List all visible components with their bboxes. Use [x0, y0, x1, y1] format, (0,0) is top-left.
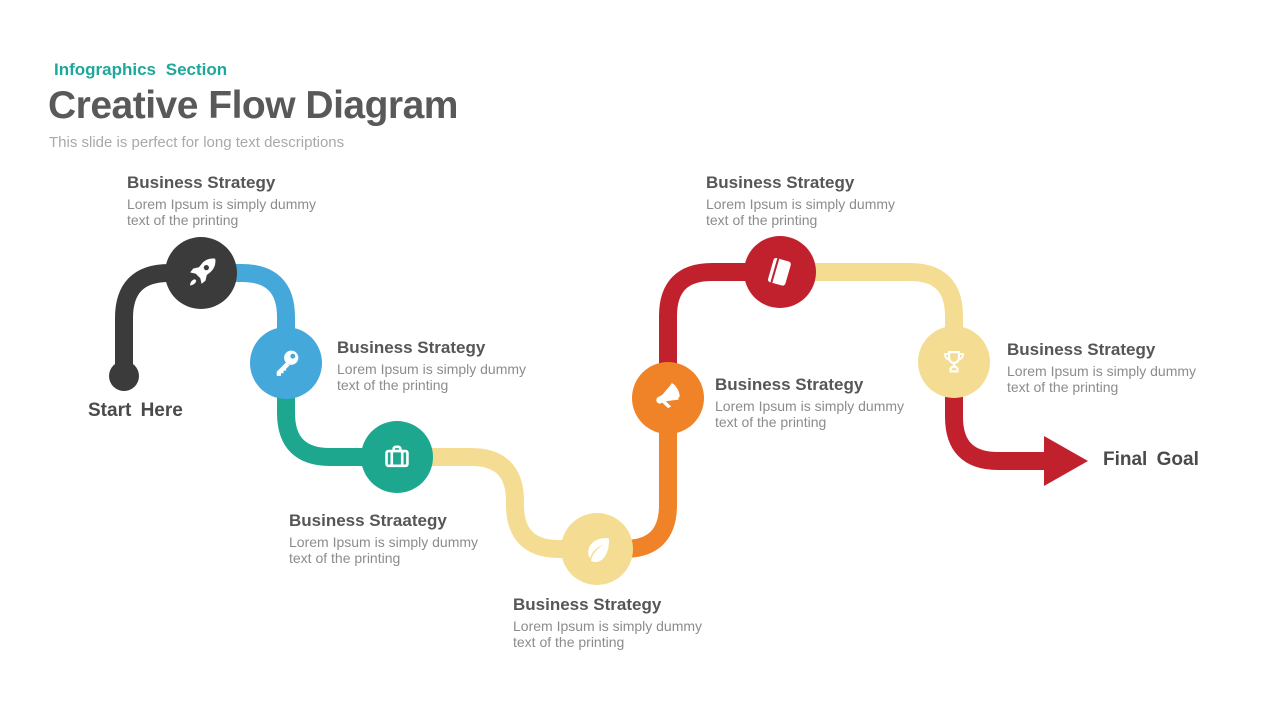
- start-dot: [109, 361, 139, 391]
- node-circle: [361, 421, 433, 493]
- connector-briefcase-leaf: [397, 448, 597, 558]
- book-icon: [767, 257, 791, 286]
- step-title-7: Business Strategy: [1007, 340, 1156, 359]
- connector-megaphone-book: [659, 263, 780, 398]
- step-title-3: Business Straategy: [289, 511, 447, 530]
- node-rocket: [165, 237, 237, 309]
- step-label-4: Business Strategy Lorem Ipsum is simply …: [513, 595, 709, 650]
- node-key: [250, 327, 322, 399]
- megaphone-icon: [656, 383, 680, 409]
- trophy-icon: [944, 351, 964, 373]
- step-desc-7: Lorem Ipsum is simply dummy text of the …: [1007, 363, 1197, 395]
- node-book: [744, 236, 816, 308]
- step-desc-5: Lorem Ipsum is simply dummy text of the …: [715, 398, 905, 430]
- leaf-icon: [588, 538, 609, 562]
- step-desc-2: Lorem Ipsum is simply dummy text of the …: [337, 361, 527, 393]
- step-desc-1: Lorem Ipsum is simply dummy text of the …: [127, 196, 317, 228]
- rocket-icon: [189, 258, 216, 286]
- step-label-5: Business Strategy Lorem Ipsum is simply …: [715, 375, 911, 430]
- step-label-2: Business Strategy Lorem Ipsum is simply …: [337, 338, 533, 393]
- node-briefcase: [361, 421, 433, 493]
- final-goal-label: Final Goal: [1103, 449, 1199, 470]
- node-trophy: [918, 326, 990, 398]
- step-label-1: Business Strategy Lorem Ipsum is simply …: [127, 173, 323, 228]
- step-desc-3: Lorem Ipsum is simply dummy text of the …: [289, 534, 479, 566]
- connector-key-briefcase: [277, 363, 397, 466]
- connector-book-trophy: [780, 263, 963, 362]
- step-title-1: Business Strategy: [127, 173, 276, 192]
- node-leaf: [561, 513, 633, 585]
- step-title-5: Business Strategy: [715, 375, 864, 394]
- step-title-4: Business Strategy: [513, 595, 662, 614]
- connector-trophy-final: [945, 362, 1047, 470]
- step-label-3: Business Straategy Lorem Ipsum is simply…: [289, 511, 485, 566]
- step-label-6: Business Strategy Lorem Ipsum is simply …: [706, 173, 902, 228]
- start-here-label: Start Here: [88, 400, 183, 421]
- page-title: Creative Flow Diagram: [48, 84, 458, 127]
- briefcase-icon: [385, 445, 409, 468]
- step-title-2: Business Strategy: [337, 338, 486, 357]
- step-desc-4: Lorem Ipsum is simply dummy text of the …: [513, 618, 703, 650]
- node-circle: [561, 513, 633, 585]
- key-icon: [276, 350, 299, 376]
- step-title-6: Business Strategy: [706, 173, 855, 192]
- step-desc-6: Lorem Ipsum is simply dummy text of the …: [706, 196, 896, 228]
- subtitle: This slide is perfect for long text desc…: [49, 134, 345, 151]
- connector-rocket-key: [201, 264, 295, 363]
- eyebrow: Infographics Section: [54, 60, 228, 79]
- final-arrowhead-icon: [1044, 436, 1088, 486]
- node-megaphone: [632, 362, 704, 434]
- step-label-7: Business Strategy Lorem Ipsum is simply …: [1007, 340, 1203, 395]
